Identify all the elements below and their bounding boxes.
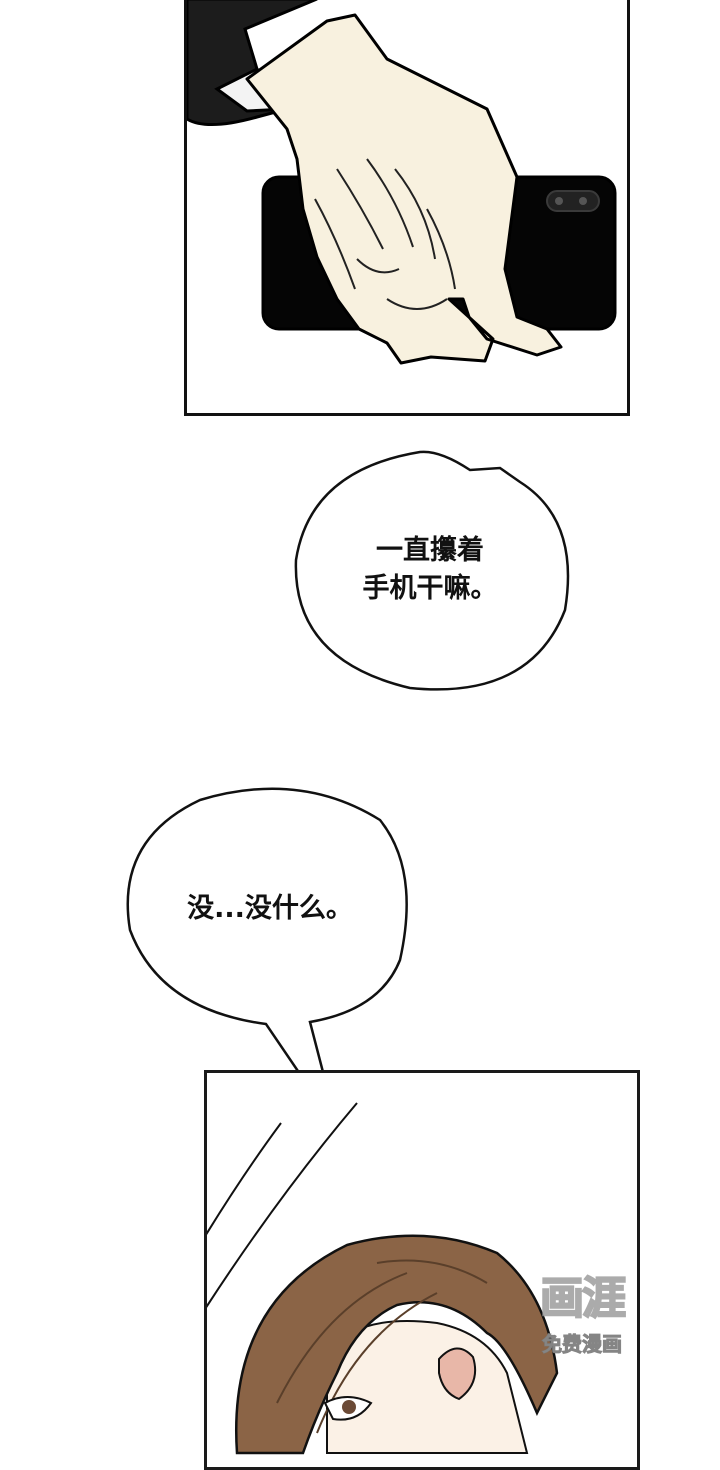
comic-panel-character xyxy=(204,1070,640,1470)
comic-panel-hand-phone xyxy=(184,0,630,416)
watermark: 画涯 免费漫画 xyxy=(536,1258,656,1388)
bubble-line: 手机干嘛。 xyxy=(362,573,498,604)
watermark-logo: 画涯 xyxy=(539,1272,627,1325)
bubble-line: 一直攥着 xyxy=(376,535,484,566)
character-head-illustration xyxy=(207,1102,559,1455)
speech-bubble-1-text: 一直攥着 手机干嘛。 xyxy=(340,532,520,608)
watermark-text: 免费漫画 xyxy=(542,1332,623,1357)
bubble-line: 没...没什么。 xyxy=(187,893,353,924)
hand-phone-illustration xyxy=(187,0,617,365)
speech-bubble-2-text: 没...没什么。 xyxy=(180,890,360,928)
